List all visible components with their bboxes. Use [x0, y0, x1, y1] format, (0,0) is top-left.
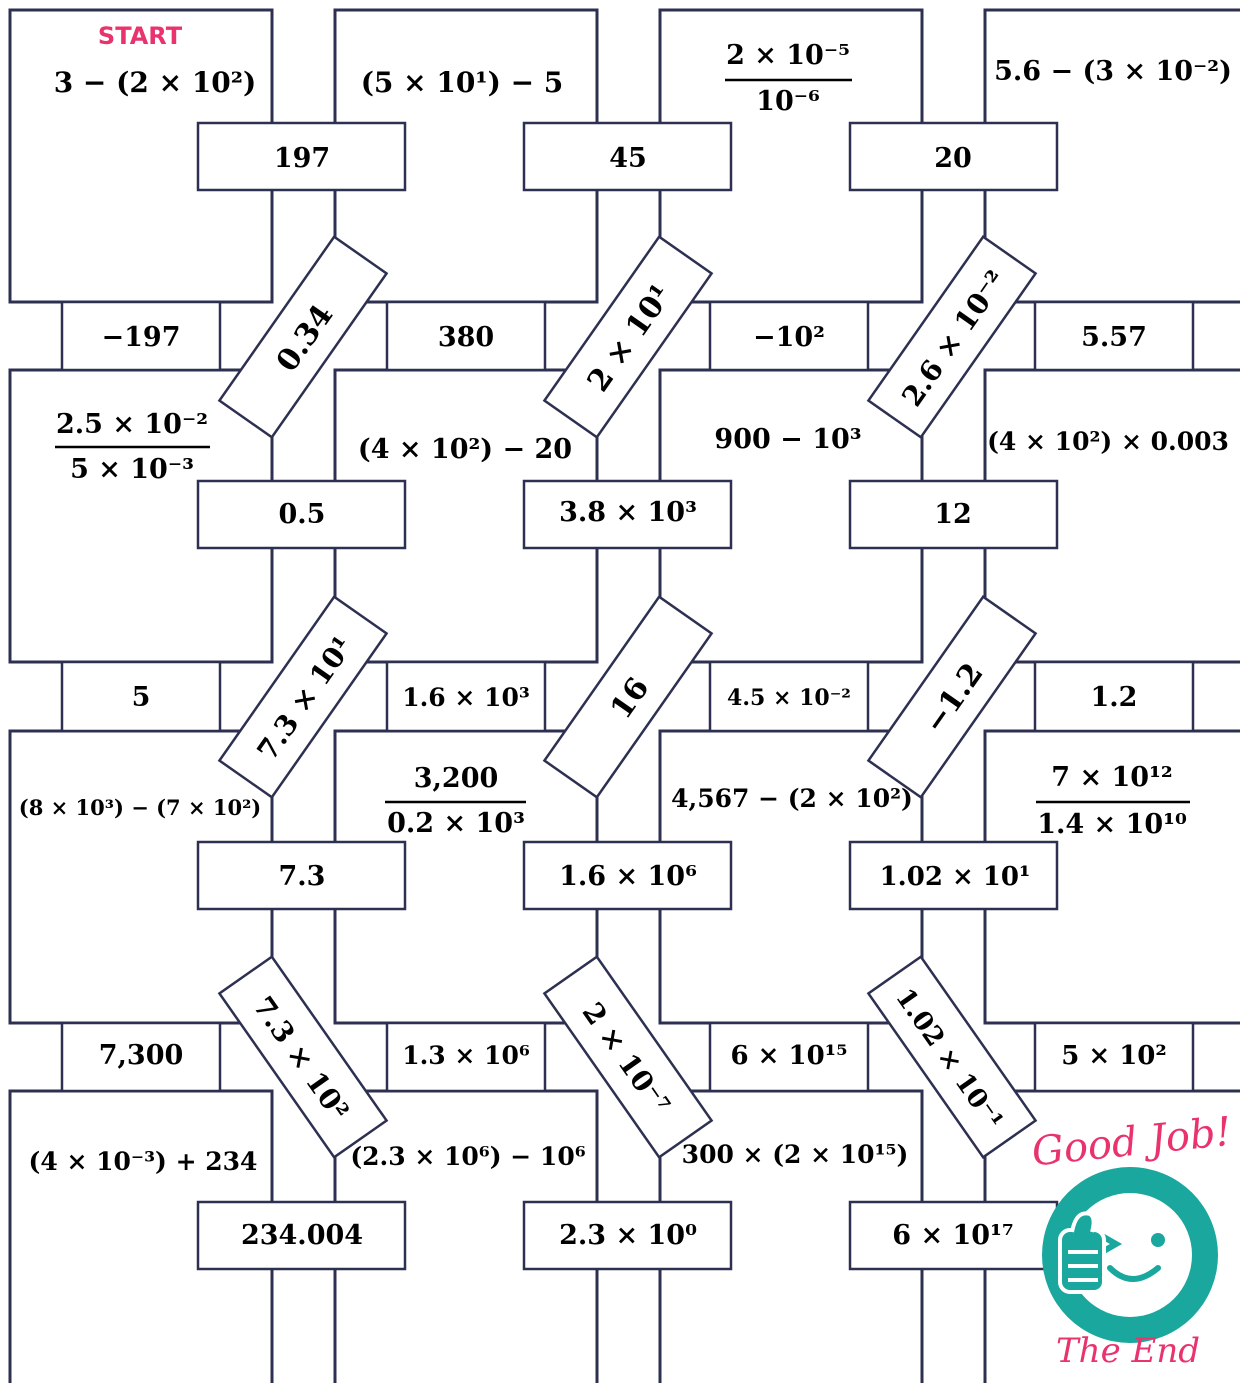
answer-down-row3-a-text: 7,300	[99, 1040, 184, 1071]
question-r3c1: (8 × 10³) − (7 × 10²)	[19, 795, 261, 820]
question-r3c4-numerator: 7 × 10¹²	[1051, 762, 1172, 793]
answer-right-r4-c: 6 × 10¹⁷	[892, 1220, 1013, 1251]
answer-right-r1-b: 45	[609, 143, 647, 174]
start-label: START	[98, 22, 183, 50]
question-r4c3: 300 × (2 × 10¹⁵)	[682, 1140, 909, 1169]
answer-down-row2-d-text: 1.2	[1091, 682, 1138, 713]
question-r1c3-numerator: 2 × 10⁻⁵	[726, 40, 850, 71]
question-r2c3: 900 − 10³	[714, 424, 861, 455]
question-r2c2: (4 × 10²) − 20	[358, 434, 572, 465]
question-r4c1: (4 × 10⁻³) + 234	[29, 1147, 258, 1176]
answer-right-r3-b: 1.6 × 10⁶	[559, 861, 697, 892]
answer-right-r3-a: 7.3	[279, 861, 326, 892]
answer-down-row1-b-text: 380	[438, 322, 494, 353]
question-r1c2: (5 × 10¹) − 5	[361, 66, 564, 99]
answer-right-r3-c: 1.02 × 10¹	[880, 862, 1031, 892]
answer-down-row2-b-text: 1.6 × 10³	[402, 683, 530, 712]
question-r1c3-denominator: 10⁻⁶	[756, 86, 820, 117]
the-end-text: The End	[1056, 1331, 1200, 1371]
answer-right-r4-a: 234.004	[241, 1220, 363, 1251]
question-r2c4: (4 × 10²) × 0.003	[987, 427, 1229, 456]
answer-down-row2-c-text: 4.5 × 10⁻²	[727, 685, 851, 711]
answer-right-r2-b: 3.8 × 10³	[559, 497, 697, 528]
answer-down-row1-d-text: 5.57	[1081, 322, 1147, 353]
question-r1c1: 3 − (2 × 10²)	[54, 66, 257, 99]
end-badge: Good Job! The End	[1030, 1109, 1234, 1371]
question-r2c1-denominator: 5 × 10⁻³	[70, 454, 194, 485]
answer-down-row1-a-text: −197	[102, 322, 181, 353]
good-job-text: Good Job!	[1030, 1109, 1234, 1176]
answer-right-r4-b: 2.3 × 10⁰	[559, 1220, 697, 1251]
answer-down-row3-d-text: 5 × 10²	[1061, 1041, 1167, 1071]
question-r3c2-denominator: 0.2 × 10³	[387, 808, 525, 839]
question-r3c4-denominator: 1.4 × 10¹⁰	[1037, 809, 1187, 840]
question-r2c1-numerator: 2.5 × 10⁻²	[56, 409, 208, 440]
answer-down-row1-c-text: −10²	[753, 322, 825, 353]
answer-right-r1-c: 20	[934, 143, 972, 174]
answer-right-r1-a: 197	[274, 143, 330, 174]
question-r1c4: 5.6 − (3 × 10⁻²)	[994, 56, 1232, 87]
question-r3c3: 4,567 − (2 × 10²)	[671, 784, 913, 813]
answer-down-row2-a-text: 5	[132, 682, 151, 713]
question-r3c2-numerator: 3,200	[414, 763, 499, 794]
answer-right-r2-a: 0.5	[279, 499, 326, 530]
answer-down-row3-b-text: 1.3 × 10⁶	[402, 1041, 530, 1070]
answer-right-r2-c: 12	[934, 499, 972, 530]
question-r4c2: (2.3 × 10⁶) − 10⁶	[350, 1142, 585, 1171]
answer-down-row3-c-text: 6 × 10¹⁵	[731, 1041, 848, 1071]
